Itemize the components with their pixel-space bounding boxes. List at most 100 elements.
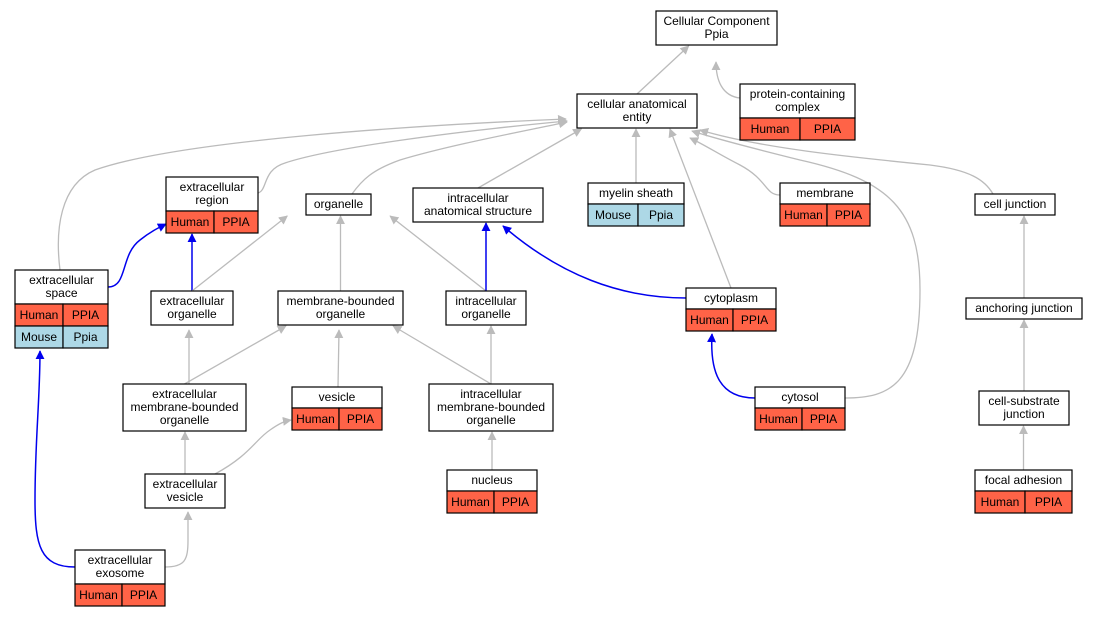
node-extspace-species: Mouse (21, 330, 57, 344)
node-mbo-box (277, 290, 404, 326)
node-cytoplasm-gene: PPIA (741, 313, 768, 327)
node-extves-label: extracellular (153, 477, 218, 491)
node-pcc-gene-cell (799, 117, 856, 141)
node-exosome-label: exosome (96, 566, 145, 580)
edge-vesicle-to-mbo (334, 329, 344, 388)
node-celljunc[interactable]: cell junction (974, 193, 1056, 216)
edge-intorg-to-organelle (389, 215, 487, 292)
edge-extreg-to-cae (257, 117, 568, 194)
node-imbo-label: intracellular (460, 387, 521, 401)
node-focal-gene-cell (1024, 490, 1073, 514)
node-exosome-species: Human (79, 588, 118, 602)
edge-cytoplasm-to-ias (502, 225, 687, 299)
node-nucleus-species: Human (451, 495, 490, 509)
edge-exosome-to-extspace (34, 350, 76, 568)
node-pcc-species: Human (751, 122, 790, 136)
node-imbo-label: organelle (466, 413, 516, 427)
node-focal-label: focal adhesion (985, 473, 1062, 487)
edge-celljunc-to-cae (699, 128, 994, 195)
edge-cytoplasm-to-cae (668, 128, 732, 289)
node-extreg-label: extracellular (180, 180, 245, 194)
edge-organelle-to-cae (351, 119, 568, 195)
edge-extorg-to-organelle (191, 215, 288, 292)
node-extspace-box (14, 269, 109, 305)
edge-extves-to-vesicle (214, 416, 292, 475)
node-extves-label: vesicle (167, 490, 204, 504)
node-myelin-label: myelin sheath (599, 186, 673, 200)
node-ias-box (412, 187, 544, 223)
node-extspace-label: space (45, 286, 77, 300)
node-imbo-label: membrane-bounded (437, 400, 545, 414)
node-anchor[interactable]: anchoring junction (965, 297, 1083, 320)
node-extreg-box (165, 176, 259, 212)
node-intorg-box (445, 290, 527, 326)
node-membrane-gene: PPIA (835, 208, 862, 222)
node-cytosol-gene: PPIA (810, 412, 837, 426)
node-organelle[interactable]: organelle (305, 193, 372, 216)
node-membrane-gene-cell (826, 203, 871, 227)
node-pcc-gene: PPIA (814, 122, 841, 136)
node-vesicle-gene: PPIA (347, 412, 374, 426)
edge-ias-to-cae (477, 128, 583, 189)
node-nucleus-gene-cell (493, 490, 538, 514)
node-ias-label: anatomical structure (424, 204, 532, 218)
node-cytoplasm-species: Human (690, 313, 729, 327)
node-csj-label: junction (1002, 407, 1044, 421)
edge-imbo-to-mbo (392, 325, 492, 385)
node-ias-label: intracellular (447, 191, 508, 205)
node-pcc-box (739, 83, 856, 119)
node-embo-label: membrane-bounded (130, 400, 238, 414)
node-extspace-species: Human (20, 308, 59, 322)
node-cytoplasm-gene-cell (732, 308, 777, 332)
node-extorg-box (150, 290, 234, 326)
node-intorg-label: organelle (461, 307, 511, 321)
node-imbo-box (428, 383, 554, 432)
edge-extspace-to-extreg (107, 223, 167, 288)
node-exosome-label: extracellular (88, 553, 153, 567)
node-cytoplasm-label: cytoplasm (704, 291, 758, 305)
node-extspace-label: extracellular (29, 273, 94, 287)
node-vesicle-gene-cell (338, 407, 383, 431)
node-cae-box (576, 93, 698, 129)
node-celljunc-box (974, 193, 1056, 216)
node-exosome-gene: PPIA (130, 588, 157, 602)
node-root-label: Cellular Component (663, 14, 770, 28)
node-membrane-species: Human (784, 208, 823, 222)
node-myelin-gene-cell (637, 203, 685, 227)
edge-pcc-to-root (711, 61, 741, 99)
node-anchor-label: anchoring junction (975, 301, 1072, 315)
node-focal-species: Human (981, 495, 1020, 509)
node-membrane-label: membrane (796, 186, 854, 200)
node-extreg-gene: PPIA (222, 215, 249, 229)
edge-embo-to-mbo (184, 325, 287, 385)
node-mbo-label: organelle (316, 307, 366, 321)
node-exosome-gene-cell (121, 583, 166, 607)
node-extspace-gene-cell (62, 325, 109, 349)
edge-cytosol-to-cytoplasm (707, 333, 756, 399)
node-pcc-label: complex (775, 100, 820, 114)
node-embo-label: organelle (160, 413, 210, 427)
node-nucleus-label: nucleus (471, 473, 512, 487)
node-vesicle-species: Human (296, 412, 335, 426)
